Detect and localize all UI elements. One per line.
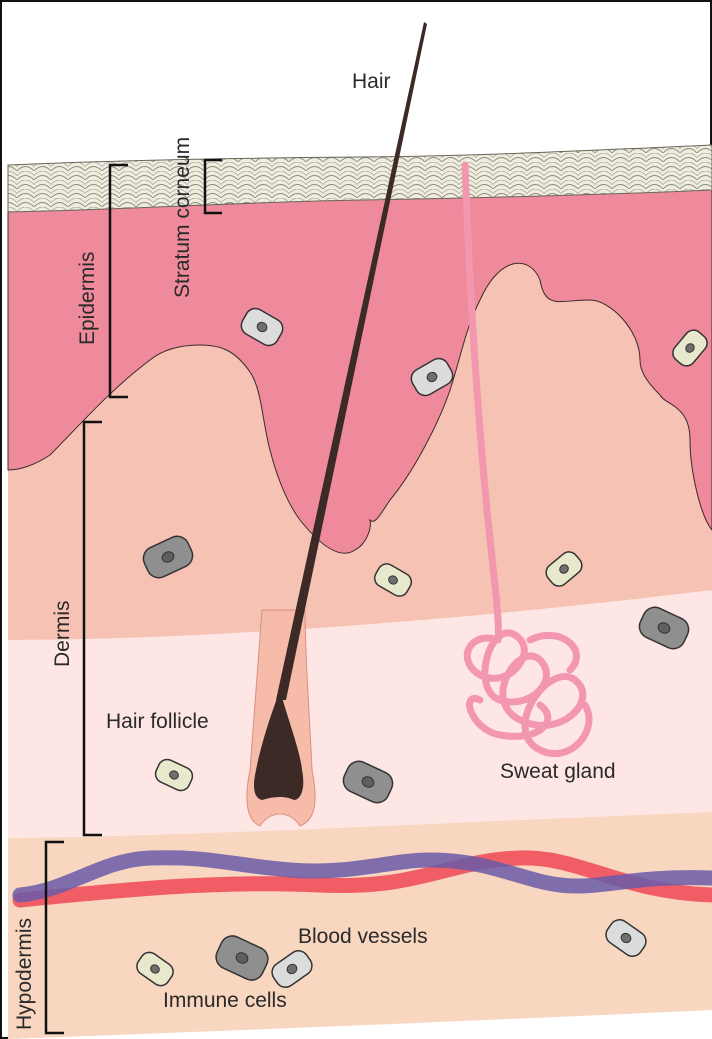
epidermis-label: Epidermis bbox=[76, 252, 99, 345]
blood-vessels-label: Blood vessels bbox=[298, 925, 428, 948]
hair-label: Hair bbox=[352, 70, 391, 93]
stratum-corneum-label: Stratum corneum bbox=[171, 137, 194, 298]
immune-cells-label: Immune cells bbox=[163, 989, 287, 1012]
hypodermis-label: Hypodermis bbox=[13, 918, 36, 1030]
hair-follicle-label: Hair follicle bbox=[106, 710, 209, 733]
sweat-gland-label: Sweat gland bbox=[500, 760, 616, 783]
dermis-label: Dermis bbox=[51, 601, 74, 668]
